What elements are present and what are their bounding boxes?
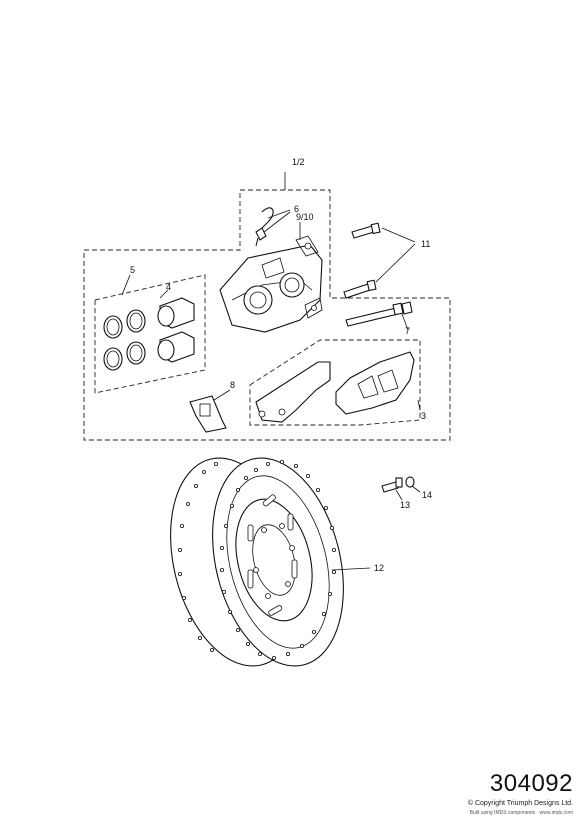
- leader-8: [213, 389, 231, 401]
- callout-9-10: 9/10: [296, 212, 314, 222]
- callout-3: 3: [421, 411, 426, 421]
- copyright-notice: © Copyright Triumph Designs Ltd.: [467, 800, 573, 807]
- callout-11: 11: [421, 239, 430, 249]
- pad-pin-and-clip: [345, 301, 413, 327]
- callout-13: 13: [400, 500, 410, 510]
- pistons: [157, 297, 195, 363]
- caliper-body: [219, 235, 323, 333]
- disc-bolt-and-washer: [381, 476, 415, 493]
- leader-4: [159, 289, 169, 299]
- leader-13: [395, 489, 403, 501]
- leader-12: [331, 567, 371, 571]
- leader-14: [411, 485, 421, 493]
- callout-1-2: 1/2: [292, 157, 305, 167]
- built-with-notice: Built using IMDS components · www.imds.c…: [469, 810, 573, 816]
- brake-pads: [255, 351, 415, 423]
- leader-11a: [381, 227, 416, 243]
- brake-disc: [170, 457, 344, 667]
- callout-12: 12: [374, 563, 384, 573]
- leader-5: [121, 274, 131, 296]
- leader-11b: [375, 243, 416, 283]
- callout-14: 14: [422, 490, 432, 500]
- anti-rattle-spring: [189, 395, 227, 433]
- diagram-reference-number: 304092: [489, 770, 573, 797]
- caliper-mounting-bolts: [343, 222, 381, 299]
- bleed-nipple: [255, 207, 274, 247]
- caliper-assembly-boundary: [83, 189, 451, 441]
- callout-6: 6: [294, 204, 299, 214]
- brake-pad-set-boundary: [249, 339, 421, 426]
- callout-8: 8: [230, 380, 235, 390]
- leader-3: [417, 399, 421, 411]
- leader-6a: [267, 209, 291, 219]
- callout-5: 5: [130, 265, 135, 275]
- callout-4: 4: [166, 282, 171, 292]
- leader-6b: [263, 211, 291, 233]
- piston-seal-kit-boundary: [94, 274, 206, 394]
- callout-7: 7: [405, 326, 410, 336]
- leader-7: [401, 313, 409, 331]
- piston-seals: [103, 309, 146, 371]
